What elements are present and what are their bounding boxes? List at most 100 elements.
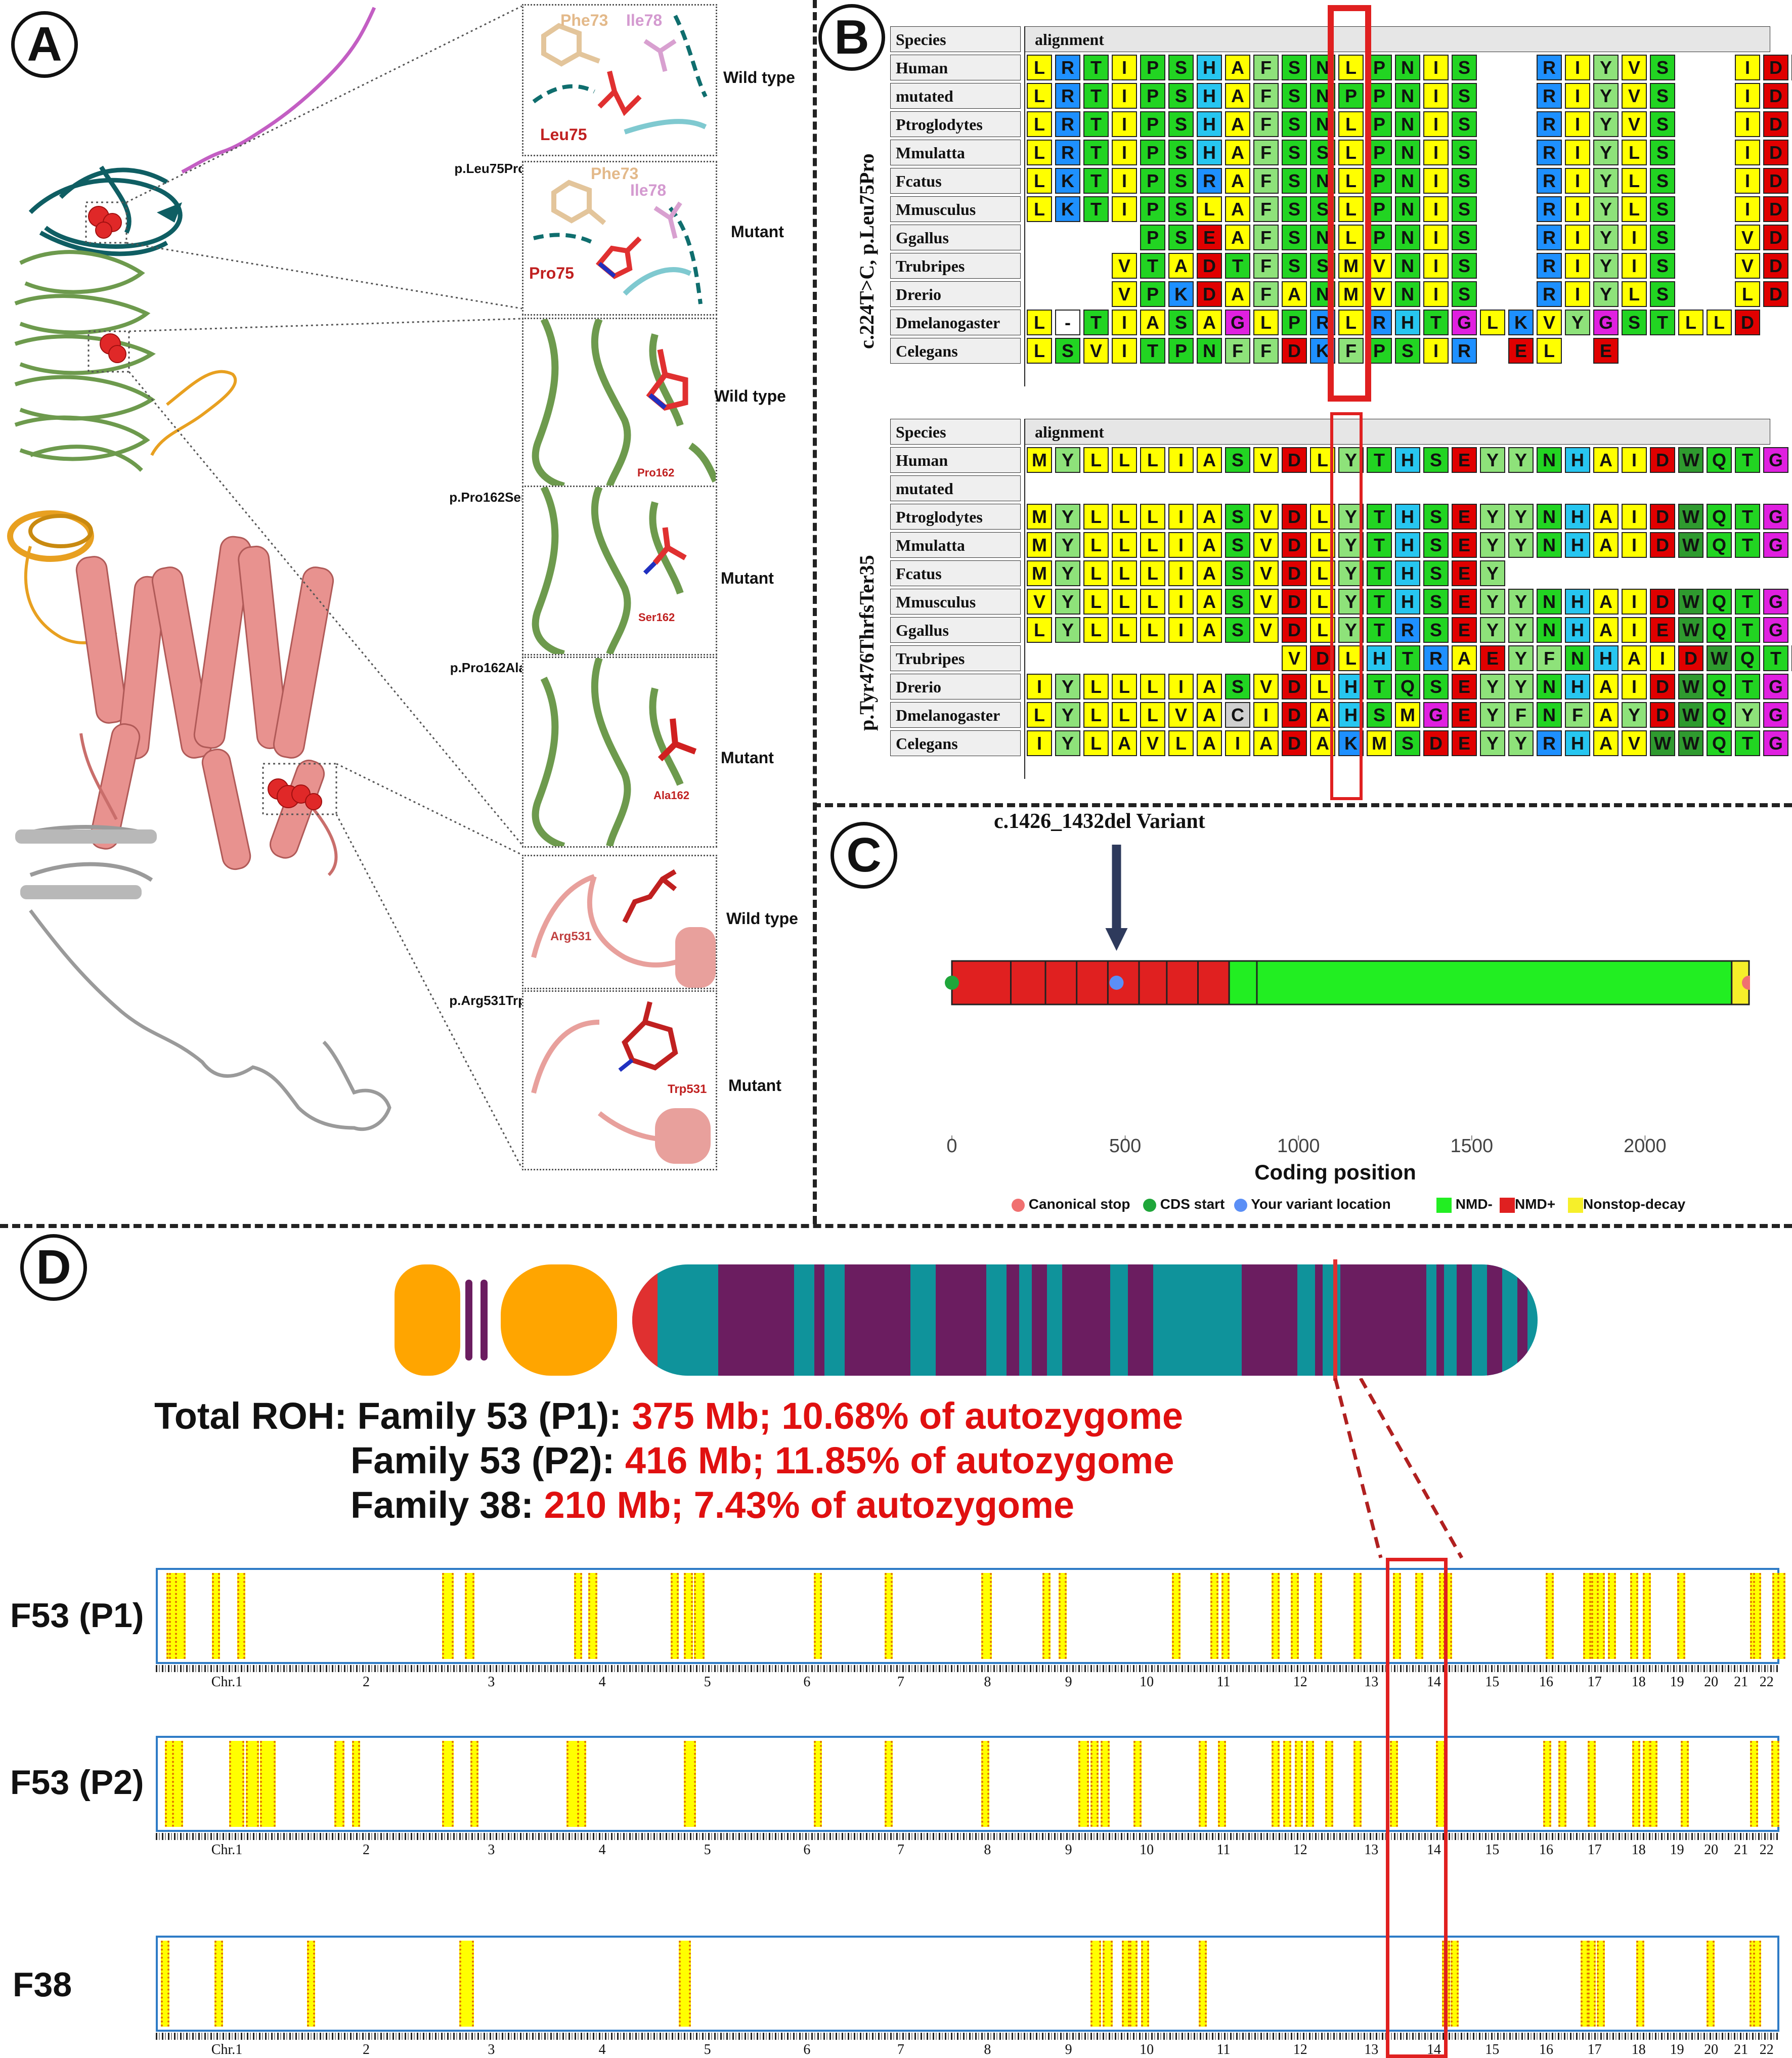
residue-cell: S (1310, 140, 1335, 165)
roh-track-f53-p2 (156, 1736, 1779, 1832)
residue-cell: P (1140, 111, 1165, 137)
residue-cell: T (1735, 730, 1760, 756)
species-name: mutated (890, 475, 1021, 501)
chromosome-label: 19 (1670, 1842, 1684, 1858)
residue-cell: V (1622, 83, 1647, 109)
residue-cell: W (1678, 589, 1703, 615)
residue-cell: P (1140, 83, 1165, 109)
residue-cell: S (1650, 168, 1675, 194)
roh-segment (334, 1741, 345, 1827)
residue-cell: V (1622, 111, 1647, 137)
species-name: Human (890, 447, 1021, 473)
residue-cell: S (1395, 338, 1420, 364)
species-name: Mmulatta (890, 532, 1021, 558)
alignment-header-cell: alignment (1024, 419, 1770, 445)
roh-segment (237, 1573, 246, 1659)
residue-cell: T (1367, 532, 1392, 558)
residue-cell: L (1140, 447, 1165, 473)
legend-canonical-stop: Canonical stop (1012, 1196, 1130, 1212)
residue-cell: A (1282, 281, 1307, 307)
roh-segment (1649, 1741, 1657, 1827)
residue-cell: L (1338, 225, 1364, 250)
residue-cell: S (1225, 504, 1250, 530)
residue-cell: F (1565, 702, 1590, 728)
residue-cell: Y (1593, 168, 1619, 194)
residue-cell: L (1112, 702, 1137, 728)
roh-segment (1221, 1573, 1230, 1659)
roh-segment (307, 1941, 316, 2027)
roh-segment (1636, 1941, 1645, 2027)
residue-cell: S (1225, 532, 1250, 558)
residue-cell: V (1735, 225, 1760, 250)
residue-cell: Y (1338, 504, 1364, 530)
residue-cell: Q (1395, 674, 1420, 699)
residue-cell: A (1168, 253, 1194, 279)
residue-cell: S (1423, 589, 1449, 615)
residue-cell: L (1027, 111, 1052, 137)
species-name: Mmusculus (890, 196, 1021, 222)
roh-segment (1777, 1573, 1786, 1659)
residue-cell: N (1310, 281, 1335, 307)
residue-cell: I (1423, 83, 1449, 109)
residue-cell: M (1027, 532, 1052, 558)
residue-cell: I (1112, 111, 1137, 137)
residue-cell: E (1197, 225, 1222, 250)
residue-cell: E (1593, 338, 1619, 364)
chromosome-label: 17 (1587, 1674, 1602, 1690)
residue-cell: I (1112, 338, 1137, 364)
roh-segment (1306, 1741, 1315, 1827)
residue-cell: Y (1480, 504, 1505, 530)
species-name: Trubripes (890, 645, 1021, 671)
chromosome-label: 21 (1734, 1842, 1749, 1858)
residue-cell: L (1140, 589, 1165, 615)
residue-cell: T (1140, 338, 1165, 364)
residue-cell: L (1083, 730, 1109, 756)
residue-cell: A (1225, 111, 1250, 137)
residue-cell: N (1395, 55, 1420, 80)
residue-cell: Y (1565, 310, 1590, 335)
residue-cell: P (1140, 140, 1165, 165)
residue-cell: W (1678, 674, 1703, 699)
alignment-bottom-label: p.Tyr476ThrfsTer35 (855, 555, 878, 731)
residue-cell: Y (1338, 560, 1364, 586)
residue-cell: S (1395, 730, 1420, 756)
chromosome-label: 20 (1704, 1842, 1719, 1858)
species-name: Ggallus (890, 225, 1021, 250)
residue-cell: E (1452, 532, 1477, 558)
residue-cell: S (1225, 560, 1250, 586)
roh-segment (577, 1741, 587, 1827)
chromosome-label: 14 (1426, 1842, 1441, 1858)
panel-d-letter: D (20, 1234, 87, 1301)
residue-cell: G (1763, 674, 1788, 699)
residue-cell: I (1735, 55, 1760, 80)
residue-cell: I (1735, 196, 1760, 222)
roh-segment (1393, 1573, 1402, 1659)
residue-cell: S (1650, 281, 1675, 307)
residue-cell: I (1565, 111, 1590, 137)
residue-cell: K (1338, 730, 1364, 756)
residue-cell: R (1537, 253, 1562, 279)
divider-d (0, 1224, 1792, 1228)
residue-cell: Q (1735, 645, 1760, 671)
residue-cell: T (1367, 617, 1392, 643)
roh-segment (1630, 1573, 1638, 1659)
residue-cell: S (1168, 140, 1194, 165)
residue-cell: I (1565, 281, 1590, 307)
residue-cell: I (1565, 168, 1590, 194)
residue-cell: V (1282, 645, 1307, 671)
residue-cell: S (1452, 225, 1477, 250)
residue-cell: W (1678, 504, 1703, 530)
residue-cell: L (1140, 560, 1165, 586)
residue-cell: D (1282, 447, 1307, 473)
residue-cell: P (1140, 281, 1165, 307)
residue-ile78-mutant: Ile78 (630, 181, 667, 199)
chromosome-label: 5 (704, 1842, 711, 1858)
roh-segment (1608, 1573, 1616, 1659)
residue-cell: E (1452, 560, 1477, 586)
residue-cell: Y (1055, 702, 1080, 728)
residue-pro75-mutant: Pro75 (529, 264, 574, 282)
residue-cell: S (1622, 310, 1647, 335)
residue-cell: L (1338, 140, 1364, 165)
residue-cell: D (1282, 504, 1307, 530)
